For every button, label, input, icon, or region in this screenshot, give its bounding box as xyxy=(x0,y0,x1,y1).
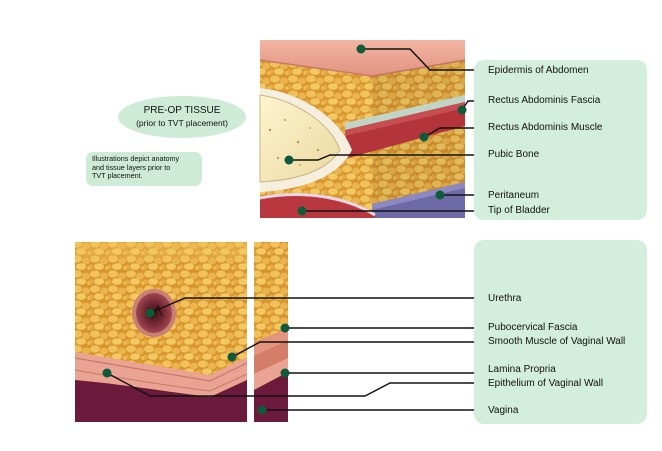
description-note: Illustrations depict anatomy and tissue … xyxy=(86,152,202,186)
label-epidermis: Epidermis of Abdomen xyxy=(488,65,589,76)
label-peritaneum: Peritaneum xyxy=(488,190,540,201)
label-pubic-bone: Pubic Bone xyxy=(488,149,540,160)
label-lamina-propria: Lamina Propria xyxy=(488,364,556,375)
note-line-2: and tissue layers prior to xyxy=(92,162,171,172)
label-vagina: Vagina xyxy=(488,405,519,416)
top-leader-lines xyxy=(289,48,474,212)
label-smooth-muscle: Smooth Muscle of Vaginal Wall xyxy=(488,336,626,347)
bottom-marker-dots xyxy=(102,308,290,415)
label-rectus-fascia: Rectus Abdominis Fascia xyxy=(488,95,601,106)
label-pubocervical-fascia: Pubocervical Fascia xyxy=(488,322,578,333)
bottom-label-panel xyxy=(474,240,647,424)
title-badge: PRE-OP TISSUE (prior to TVT placement) xyxy=(118,96,246,138)
top-marker-dots xyxy=(284,44,467,216)
label-bladder-tip: Tip of Bladder xyxy=(488,205,550,216)
title-line-2: (prior to TVT placement) xyxy=(136,118,228,128)
label-epithelium: Epithelium of Vaginal Wall xyxy=(488,378,604,389)
note-line-3: TVT placement. xyxy=(92,171,143,181)
label-rectus-muscle: Rectus Abdominis Muscle xyxy=(488,122,603,133)
abdomen-illustration xyxy=(259,40,466,218)
bottom-leader-lines xyxy=(106,297,474,411)
top-label-panel xyxy=(474,60,647,220)
title-line-1: PRE-OP TISSUE xyxy=(143,105,221,116)
note-line-1: Illustrations depict anatomy xyxy=(92,154,180,163)
vaginal-wall-illustration xyxy=(74,242,288,422)
label-urethra: Urethra xyxy=(488,293,522,304)
